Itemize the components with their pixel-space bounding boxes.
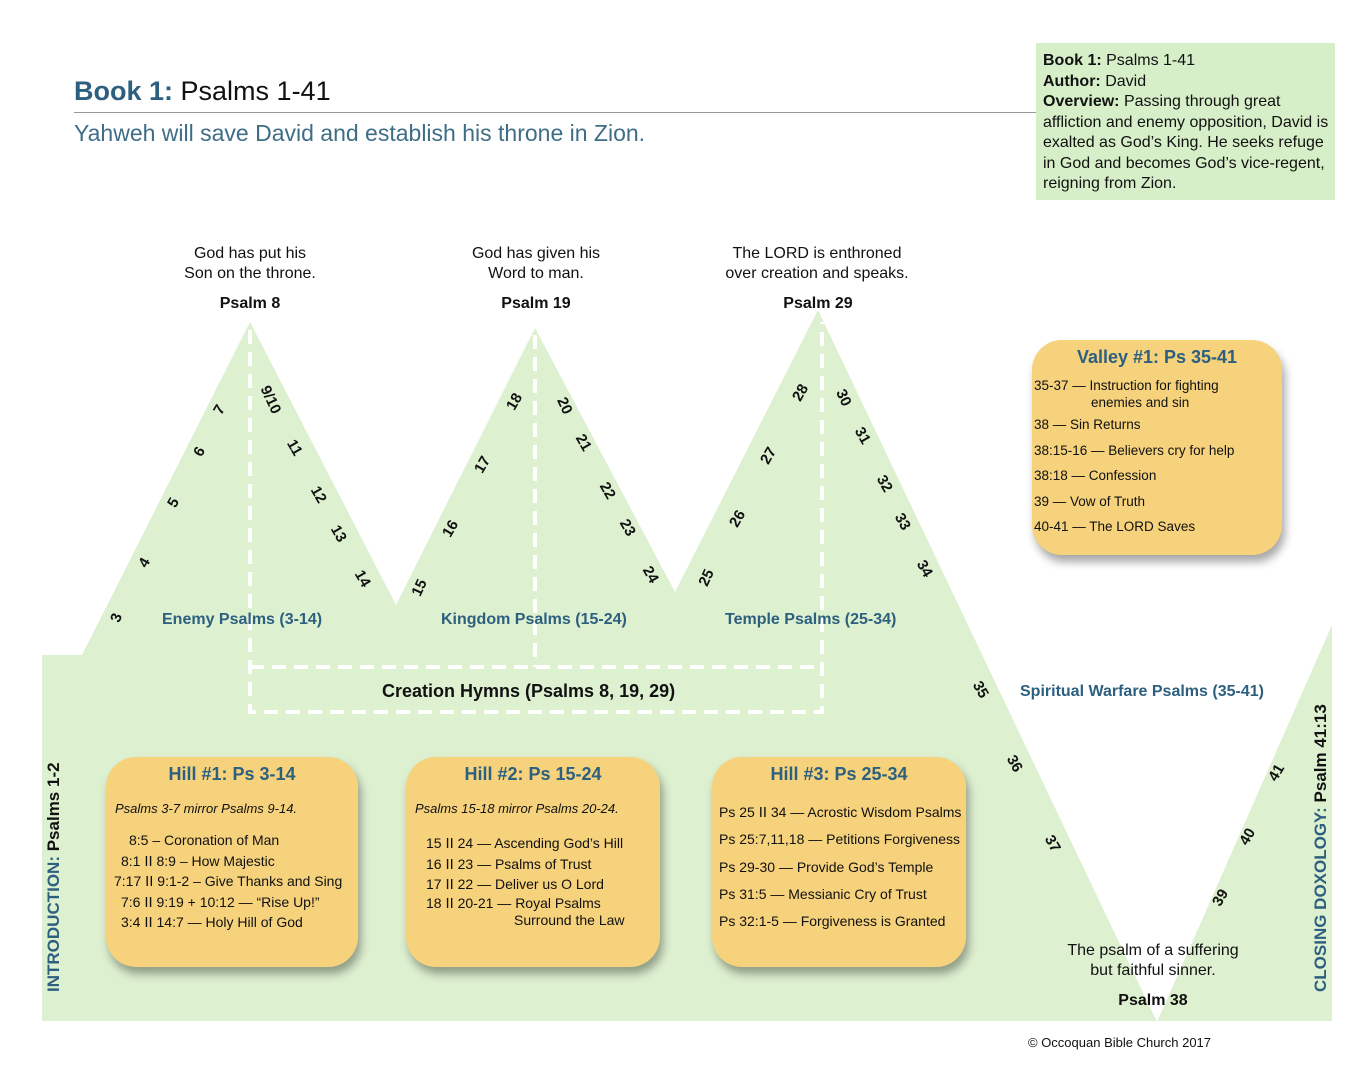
hill-3-card: Hill #3: Ps 25-34 Ps 25 ⅠⅠ 34 — Acrostic… [712, 757, 966, 967]
temple-psalms-label: Temple Psalms (25-34) [725, 611, 897, 628]
peak-2-caption-line: God has given his [471, 245, 601, 262]
hill-2-line: 16 ⅠⅠ 23 — Psalms of Trust [426, 855, 592, 872]
valley-1-line: 35-37 — Instruction for fighting [1034, 378, 1219, 393]
peak-3-caption-line: The LORD is enthroned [732, 245, 902, 262]
valley-1-line: 39 — Vow of Truth [1034, 493, 1146, 509]
valley-psalm: Psalm 38 [1118, 992, 1188, 1009]
hill-3-line: Ps 32:1-5 — Forgiveness is Granted [719, 913, 946, 930]
peak-2-caption-line: Word to man. [488, 265, 584, 282]
hill-2-title: Hill #2: Ps 15-24 [464, 764, 602, 784]
overview-book-key: Book 1: [1043, 52, 1102, 69]
warfare-psalms-label: Spiritual Warfare Psalms (35-41) [1020, 683, 1264, 700]
hill-1-line: 7:6 ⅠⅠ 9:19 + 10:12 — “Rise Up!” [121, 893, 320, 910]
book-label: Book 1: [74, 76, 174, 106]
hill-1-line: 8:1 ⅠⅠ 8:9 – How Majestic [121, 852, 275, 869]
close-key: CLOSING DOXOLOGY: [1311, 807, 1330, 992]
copyright: © Occoquan Bible Church 2017 [1028, 1035, 1212, 1050]
peak-1-caption-line: Son on the throne. [184, 265, 316, 282]
intro-key: INTRODUCTION: [44, 856, 63, 992]
creation-hymns-dashed-frame [248, 322, 824, 714]
enemy-psalms-label: Enemy Psalms (3-14) [162, 611, 323, 628]
title-rule [74, 112, 1054, 113]
peak-3-psalm: Psalm 29 [783, 295, 853, 312]
hill-2-line: 15 ⅠⅠ 24 — Ascending God’s Hill [426, 835, 624, 851]
valley-1-card: Valley #1: Ps 35-41 35-37 — Instruction … [1032, 340, 1282, 555]
kingdom-psalms-label: Kingdom Psalms (15-24) [441, 611, 627, 628]
valley-1-title: Valley #1: Ps 35-41 [1076, 347, 1238, 367]
overview-text: Passing through great affliction and ene… [1043, 93, 1329, 192]
overview-author-key: Author: [1043, 72, 1101, 90]
valley-caption-line: but faithful sinner. [1090, 962, 1216, 979]
valley-1-line: 38:15-16 — Believers cry for help [1034, 442, 1235, 458]
hill-1-note: Psalms 3-7 mirror Psalms 9-14. [115, 801, 298, 816]
land-shape [42, 310, 1332, 1022]
hill-1-line: 7:17 ⅠⅠ 9:1-2 – Give Thanks and Sing [114, 873, 343, 889]
hill-3-line: Ps 31:5 — Messianic Cry of Trust [719, 885, 927, 902]
valley-caption-line: The psalm of a suffering [1067, 942, 1239, 959]
hill-2-note: Psalms 15-18 mirror Psalms 20-24. [415, 801, 619, 816]
hill-3-line: Ps 25:7,11,18 — Petitions Forgiveness [719, 831, 960, 848]
hill-3-line: Ps 29-30 — Provide God’s Temple [719, 858, 934, 875]
creation-hymns-label: Creation Hymns (Psalms 8, 19, 29) [382, 681, 676, 701]
peak-2-psalm: Psalm 19 [501, 295, 571, 312]
hill-1-card: Hill #1: Ps 3-14 Psalms 3-7 mirror Psalm… [106, 757, 358, 967]
hill-1-line: 8:5 – Coronation of Man [129, 832, 280, 848]
valley-1-line: 40-41 — The LORD Saves [1034, 519, 1196, 534]
hill-3-title: Hill #3: Ps 25-34 [770, 764, 908, 784]
valley-caption: The psalm of a suffering but faithful si… [1033, 941, 1273, 981]
peak-3-caption-line: over creation and speaks. [725, 265, 909, 282]
overview-author-val: David [1105, 72, 1147, 90]
hill-2-line: 17 ⅠⅠ 22 — Deliver us O Lord [426, 876, 604, 892]
peak-1-caption: God has put his Son on the throne. [150, 244, 350, 284]
valley-1-line: 38 — Sin Returns [1034, 417, 1141, 432]
page-subtitle: Yahweh will save David and establish his… [74, 120, 646, 146]
peak-3-caption: The LORD is enthroned over creation and … [697, 244, 937, 284]
intro-val: Psalms 1-2 [44, 762, 63, 852]
hill-2-line: 18 ⅠⅠ 20-21 — Royal Psalms [426, 894, 601, 911]
valley-1-line: enemies and sin [1091, 395, 1190, 410]
overview-key: Overview: [1043, 93, 1120, 110]
hill-2-card: Hill #2: Ps 15-24 Psalms 15-18 mirror Ps… [406, 757, 660, 967]
peak-1-caption-line: God has put his [193, 245, 307, 262]
hill-2-line: Surround the Law [514, 911, 625, 928]
peak-1-psalm: Psalm 8 [219, 295, 281, 312]
book-range: Psalms 1-41 [180, 76, 331, 106]
introduction-label: INTRODUCTION: Psalms 1-2 [44, 762, 64, 992]
overview-book-val: Psalms 1-41 [1106, 52, 1196, 69]
peak-2-caption: God has given his Word to man. [436, 244, 636, 284]
hill-1-line: 3:4 ⅠⅠ 14:7 — Holy Hill of God [121, 914, 303, 930]
page-title: Book 1: Psalms 1-41 [74, 76, 331, 107]
hill-3-line: Ps 25 ⅠⅠ 34 — Acrostic Wisdom Psalms [719, 804, 962, 820]
valley-1-line: 38:18 — Confession [1034, 468, 1157, 483]
closing-doxology-label: CLOSING DOXOLOGY: Psalm 41:13 [1311, 704, 1331, 992]
hill-1-title: Hill #1: Ps 3-14 [168, 764, 296, 784]
close-val: Psalm 41:13 [1311, 704, 1330, 803]
overview-box: Book 1: Psalms 1-41 Author: David Overvi… [1036, 43, 1335, 200]
